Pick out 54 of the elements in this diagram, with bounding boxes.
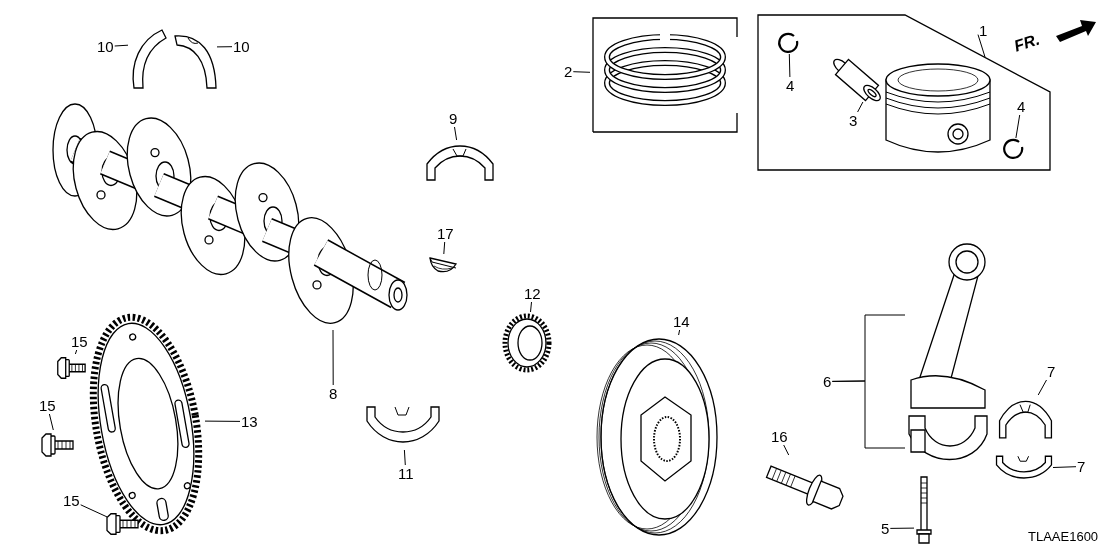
- callout-number: 7: [1076, 458, 1087, 475]
- connecting-rod-bolt-drawing: [914, 475, 934, 545]
- piston-ring-set-frame: [590, 15, 740, 135]
- leader-line: [889, 527, 915, 529]
- leader-line: [678, 329, 681, 336]
- leader-line: [572, 71, 591, 73]
- snap-ring-drawing: [778, 32, 800, 54]
- leader-line: [332, 329, 334, 386]
- callout-number: 9: [448, 110, 459, 127]
- flange-bolt-drawing: [40, 430, 74, 460]
- woodruff-key-drawing: [428, 254, 458, 274]
- snap-ring-drawing: [1003, 138, 1025, 160]
- callout-number: 11: [397, 465, 415, 482]
- leader-line: [831, 380, 906, 449]
- callout-number: 3: [848, 112, 859, 129]
- callout-number: 10: [232, 38, 251, 55]
- callout-number: 7: [1046, 363, 1057, 380]
- leader-line: [454, 126, 458, 141]
- callout-number: 12: [523, 285, 542, 302]
- front-direction-text: FR.: [1011, 30, 1042, 56]
- callout-number: 2: [563, 63, 574, 80]
- callout-number: 14: [672, 313, 691, 330]
- figure-code: TLAAE1600: [1028, 529, 1099, 544]
- leader-line: [977, 34, 986, 58]
- callout-number: 4: [785, 77, 796, 94]
- leader-line: [788, 53, 791, 78]
- callout-number: 5: [880, 520, 891, 537]
- callout-number: 15: [62, 492, 81, 509]
- leader-line: [1015, 114, 1021, 139]
- leader-line: [1052, 466, 1077, 468]
- leader-line: [80, 504, 108, 518]
- leader-line: [403, 449, 406, 466]
- callout-number: 8: [328, 385, 339, 402]
- callout-number: 16: [770, 428, 789, 445]
- flange-bolt-drawing: [107, 513, 138, 535]
- leader-line: [114, 44, 129, 47]
- leader-line: [857, 101, 864, 113]
- leader-line: [204, 420, 241, 422]
- leader-line: [216, 46, 233, 48]
- leader-line: [1037, 379, 1047, 396]
- callout-number: 6: [822, 373, 833, 390]
- callout-number: 17: [436, 225, 455, 242]
- leader-line: [783, 444, 790, 456]
- flange-bolt-drawing: [56, 354, 86, 382]
- callout-number: 15: [70, 333, 89, 350]
- callout-number: 15: [38, 397, 57, 414]
- leader-line: [74, 349, 78, 355]
- callout-number: 1: [978, 22, 989, 39]
- leader-line: [530, 301, 532, 313]
- leader-line: [443, 241, 446, 255]
- callout-number: 10: [96, 38, 115, 55]
- callout-number: 4: [1016, 98, 1027, 115]
- leader-line: [48, 413, 54, 431]
- callout-number: 13: [240, 413, 259, 430]
